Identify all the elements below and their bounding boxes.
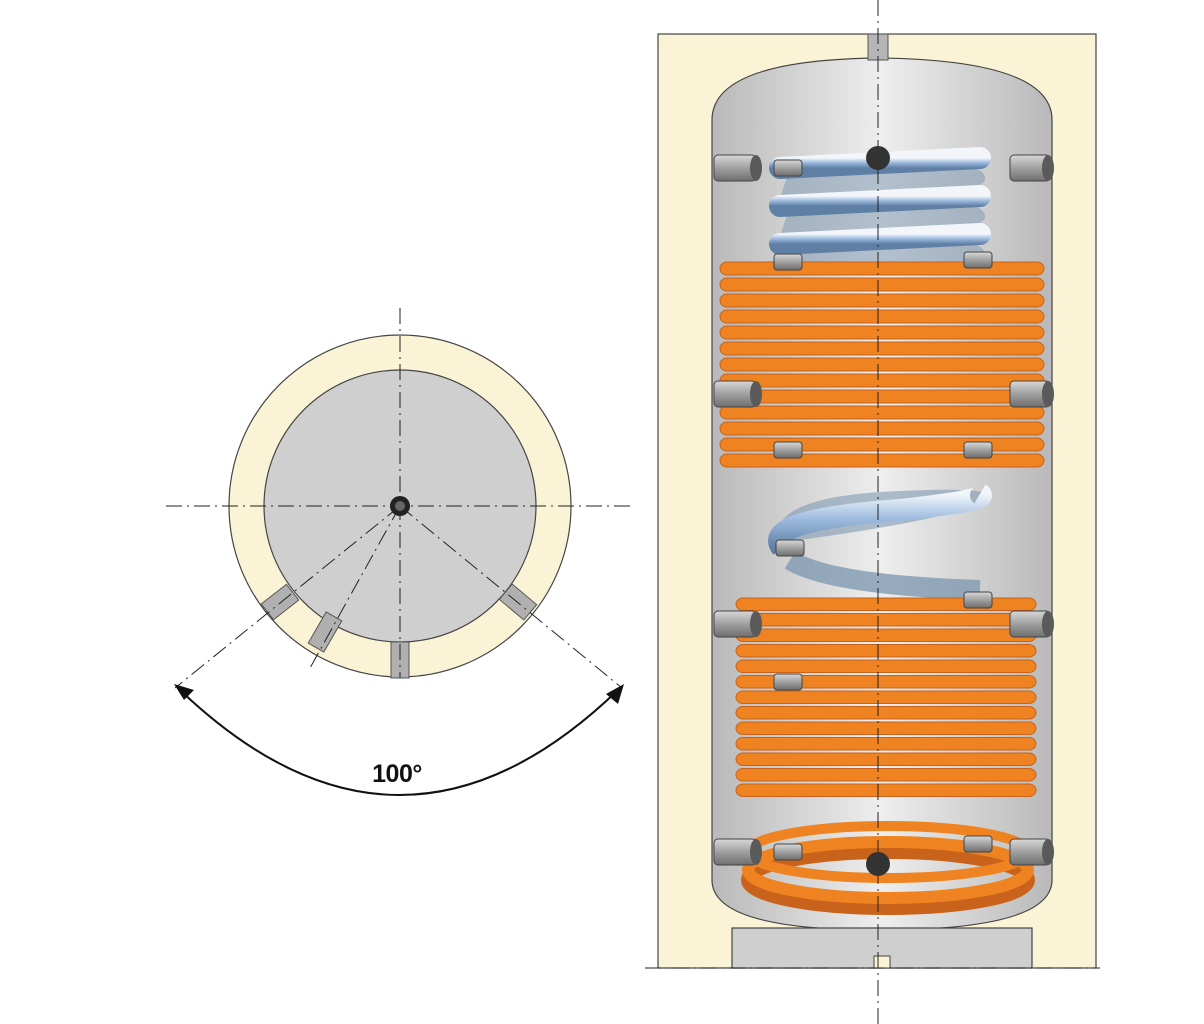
copper-turn	[735, 597, 1037, 611]
pipe-stub-end	[1042, 155, 1054, 181]
copper-turn	[735, 752, 1037, 766]
pipe-stub-end	[750, 381, 762, 407]
copper-turn	[735, 783, 1037, 797]
small-pipe-stub	[963, 591, 993, 609]
copper-turn	[735, 737, 1037, 751]
angle-label: 100°	[372, 760, 422, 788]
copper-turn	[735, 644, 1037, 658]
copper-turn	[719, 261, 1045, 276]
pipe-stub-end	[1042, 611, 1054, 637]
coil-turn	[769, 223, 991, 255]
copper-turn	[719, 389, 1045, 404]
pipe-stub-left	[713, 610, 757, 638]
arrow-right-icon	[606, 684, 624, 704]
copper-turn	[735, 721, 1037, 735]
small-pipe-stub	[773, 159, 803, 177]
pipe-stub-left	[713, 154, 757, 182]
small-pipe-stub	[773, 253, 803, 271]
lower-copper-coil	[735, 597, 1037, 797]
copper-turn	[735, 675, 1037, 689]
copper-turn	[735, 628, 1037, 642]
pipe-stub-left	[713, 380, 757, 408]
flange-core	[395, 501, 405, 511]
copper-turn	[719, 325, 1045, 340]
side-connection-stubs	[713, 154, 1054, 866]
drain-port	[873, 955, 891, 969]
small-pipe-stub	[775, 539, 805, 557]
small-pipe-stub	[963, 441, 993, 459]
copper-turn	[719, 293, 1045, 308]
pipe-stub-end	[1042, 839, 1054, 865]
pipe-stub-end	[750, 155, 762, 181]
side-view	[645, 0, 1100, 1024]
upper-copper-coil	[719, 261, 1045, 468]
copper-turn	[719, 357, 1045, 372]
copper-turn	[735, 659, 1037, 673]
top-heat-exchanger-coil	[769, 147, 991, 274]
middle-heat-exchanger-coil	[768, 459, 992, 600]
top-view	[166, 308, 634, 796]
pipe-stub-end	[1042, 381, 1054, 407]
copper-turn	[719, 421, 1045, 436]
copper-turn	[719, 277, 1045, 292]
copper-turn	[719, 405, 1045, 420]
small-pipe-stub	[963, 835, 993, 853]
pipe-stub-end	[750, 839, 762, 865]
connection-stub-left	[260, 583, 300, 621]
coil-turn	[769, 185, 991, 217]
copper-turn	[719, 373, 1045, 388]
small-pipe-stub	[773, 843, 803, 861]
copper-turn	[735, 690, 1037, 704]
small-pipe-stub	[963, 251, 993, 269]
small-pipe-stub	[773, 441, 803, 459]
pipe-stub-end	[750, 611, 762, 637]
copper-turn	[719, 341, 1045, 356]
copper-turn	[735, 768, 1037, 782]
coil-turn	[784, 551, 981, 600]
bottom-flange-icon	[866, 852, 890, 876]
copper-turn	[719, 437, 1045, 452]
arrow-left-icon	[174, 684, 194, 700]
copper-turn	[735, 613, 1037, 627]
connection-stub-left-inner	[307, 611, 343, 653]
angle-arc	[179, 689, 619, 796]
pipe-stub-left	[713, 838, 757, 866]
copper-turn	[735, 706, 1037, 720]
small-pipe-stub	[773, 673, 803, 691]
copper-turn	[719, 309, 1045, 324]
top-flange-icon	[866, 146, 890, 170]
